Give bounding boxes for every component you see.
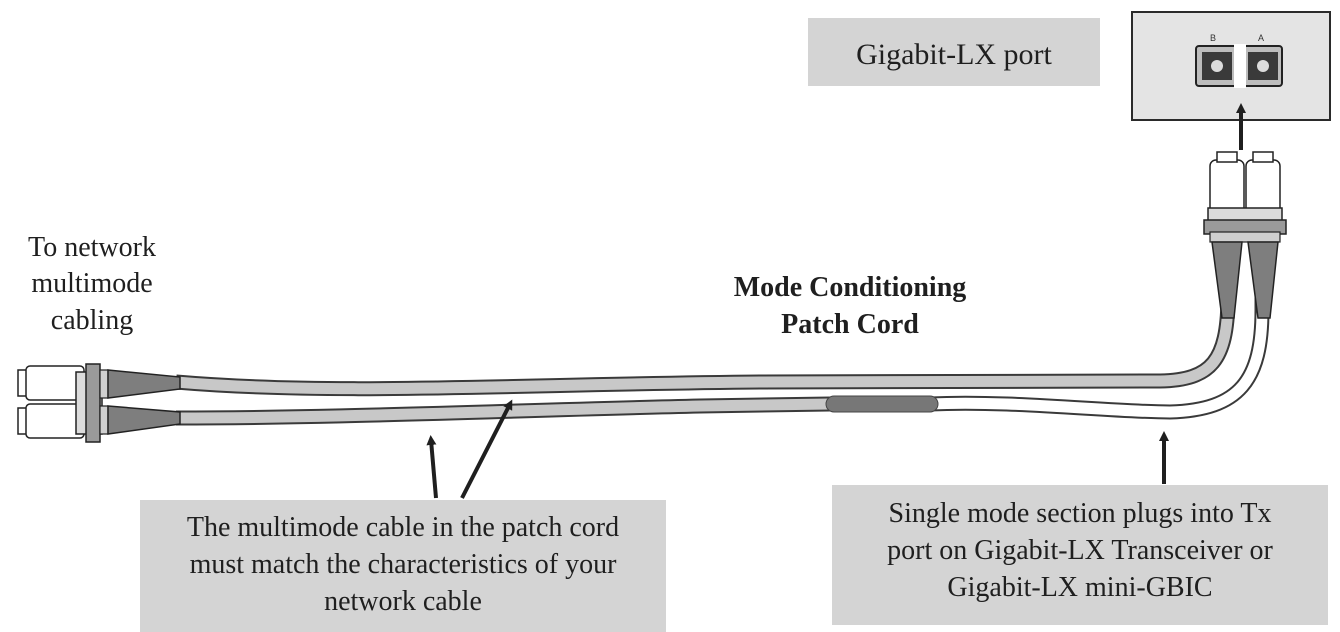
multimode-note-line-3: network cable [324, 585, 482, 617]
singlemode-note: Single mode section plugs into Tx port o… [832, 496, 1328, 607]
port-mark-a: A [1258, 33, 1264, 43]
multimode-note: The multimode cable in the patch cord mu… [140, 510, 666, 621]
arrow-to-lower-multimode [426, 435, 438, 499]
singlemode-note-line-2: port on Gigabit-LX Transceiver or [887, 534, 1273, 566]
singlemode-note-line-1: Single mode section plugs into Tx [888, 498, 1272, 529]
gigabit-lx-port-panel: B A [1131, 11, 1331, 121]
left-label-line-3: cabling [50, 304, 134, 336]
multimode-note-line-1: The multimode cable in the patch cord [186, 512, 620, 543]
patch-cord-title: Mode Conditioning Patch Cord [690, 270, 1010, 344]
arrow-to-upper-multimode [460, 399, 513, 499]
singlemode-sleeve [825, 395, 939, 413]
singlemode-cable [929, 260, 1270, 420]
port-mark-b: B [1210, 33, 1216, 43]
left-label-line-2: multimode [31, 268, 153, 300]
singlemode-note-line-3: Gigabit-LX mini-GBIC [947, 571, 1213, 603]
multimode-cable-upper [175, 260, 1236, 397]
multimode-note-box [140, 500, 666, 632]
network-cabling-label: To network multimode cabling [2, 230, 182, 339]
title-line-1: Mode Conditioning [733, 272, 967, 303]
multimode-cable-lower [175, 396, 831, 426]
port-label-box [808, 18, 1100, 86]
singlemode-note-box [832, 485, 1328, 625]
multimode-note-line-2: must match the characteristics of your [189, 548, 617, 580]
right-duplex-connector [1203, 151, 1287, 319]
port-label: Gigabit-LX port [856, 38, 1052, 71]
title-line-2: Patch Cord [781, 308, 919, 340]
left-label-line-1: To network [28, 232, 156, 263]
left-duplex-connector [17, 363, 181, 443]
